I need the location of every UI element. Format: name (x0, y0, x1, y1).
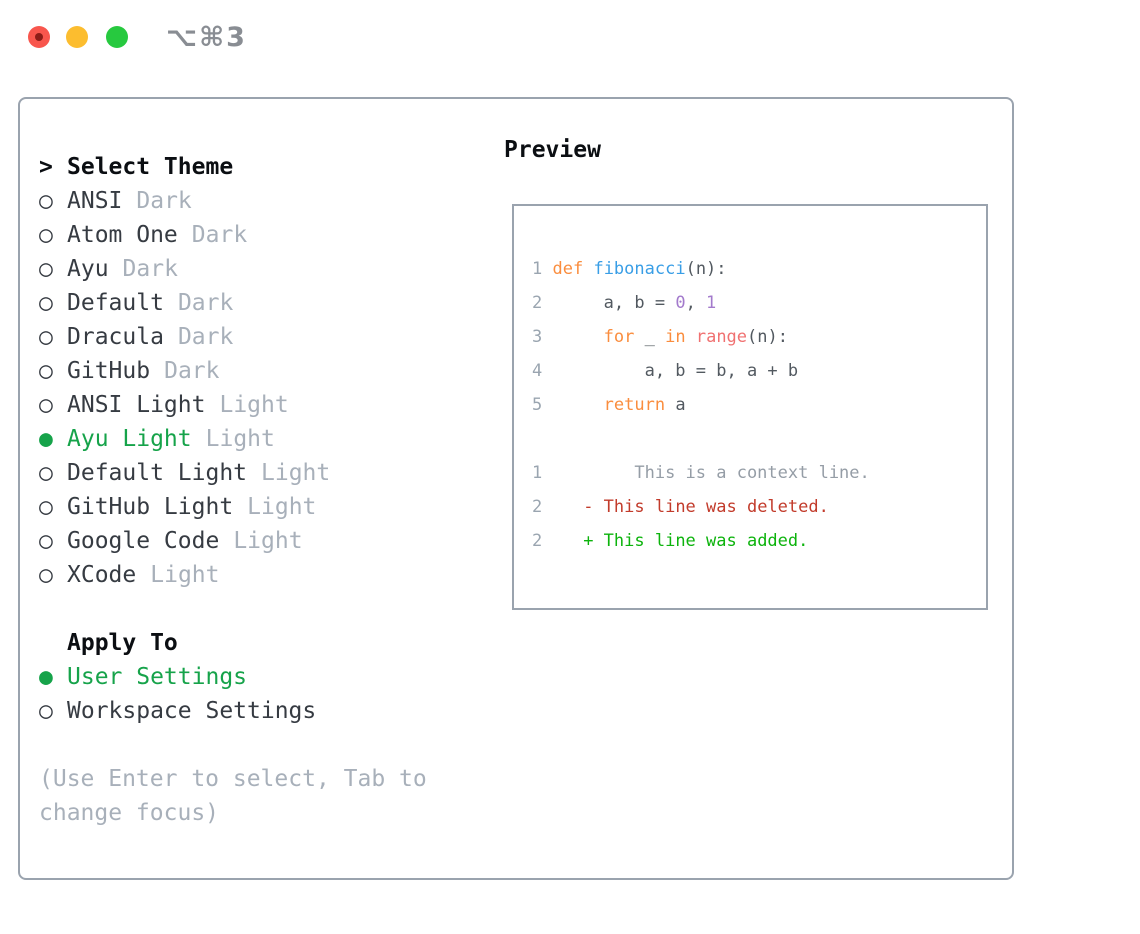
radio-unselected-icon: ○ (39, 392, 53, 418)
option-label: Dracula (67, 324, 164, 350)
option-label: GitHub (67, 358, 151, 384)
code-line (532, 422, 986, 456)
radio-unselected-icon: ○ (39, 460, 53, 486)
option-label: GitHub Light (67, 494, 234, 520)
radio-unselected-icon: ○ (39, 698, 53, 724)
option-label: Default (67, 290, 164, 316)
fullscreen-button[interactable] (106, 26, 128, 48)
option-label: Default Light (67, 460, 248, 486)
theme-option[interactable]: ○ ANSI Light Light (39, 388, 427, 422)
cursor-icon: > (39, 154, 53, 180)
preview-title: Preview (504, 137, 601, 163)
code-line: 3 for _ in range(n): (532, 327, 788, 347)
radio-unselected-icon: ○ (39, 256, 53, 282)
apply-option[interactable]: ● User Settings (39, 660, 427, 694)
variant-tag: Light (233, 528, 303, 554)
option-label: Atom One (67, 222, 178, 248)
theme-option[interactable]: ○ ANSI Dark (39, 184, 427, 218)
theme-option[interactable]: ○ Atom One Dark (39, 218, 427, 252)
variant-tag: Dark (122, 256, 178, 282)
theme-option[interactable]: ○ Ayu Dark (39, 252, 427, 286)
variant-tag: Light (150, 562, 220, 588)
option-label: Ayu (67, 256, 109, 282)
code-line: 2 a, b = 0, 1 (532, 293, 717, 313)
hint-line-2: change focus) (39, 800, 220, 826)
theme-option[interactable]: ● Ayu Light Light (39, 422, 427, 456)
theme-option[interactable]: ○ GitHub Dark (39, 354, 427, 388)
radio-unselected-icon: ○ (39, 222, 53, 248)
theme-option[interactable]: ○ GitHub Light Light (39, 490, 427, 524)
radio-selected-icon: ● (39, 664, 53, 690)
option-label: ANSI Light (67, 392, 206, 418)
variant-tag: Dark (177, 324, 234, 350)
code-line: 2 + This line was added. (532, 531, 809, 551)
theme-option[interactable]: ○ XCode Light (39, 558, 427, 592)
variant-tag: Light (261, 460, 331, 486)
code-line: 2 - This line was deleted. (532, 497, 829, 517)
theme-option[interactable]: ○ Dracula Dark (39, 320, 427, 354)
close-dot-icon (35, 33, 43, 41)
option-label: XCode (67, 562, 137, 588)
option-label: Google Code (67, 528, 220, 554)
code-line: 5 return a (532, 395, 686, 415)
variant-tag: Dark (164, 358, 220, 384)
section-gap (39, 728, 427, 762)
radio-unselected-icon: ○ (39, 358, 53, 384)
apply-to-title: Apply To (67, 630, 178, 656)
variant-tag: Light (205, 426, 275, 452)
code-line: 1 def fibonacci(n): (532, 259, 727, 279)
variant-tag: Dark (136, 188, 192, 214)
radio-unselected-icon: ○ (39, 528, 53, 554)
select-theme-title: Select Theme (67, 154, 234, 180)
theme-option[interactable]: ○ Google Code Light (39, 524, 427, 558)
apply-to-header: Apply To (39, 626, 427, 660)
variant-tag: Light (247, 494, 317, 520)
variant-tag: Light (219, 392, 289, 418)
select-theme-header: > Select Theme (39, 150, 427, 184)
code-preview-box: 1 def fibonacci(n): 2 a, b = 0, 1 3 for _ … (512, 204, 988, 610)
option-label: Ayu Light (67, 426, 192, 452)
hint-line-1: (Use Enter to select, Tab to (39, 766, 427, 792)
radio-unselected-icon: ○ (39, 290, 53, 316)
apply-option[interactable]: ○ Workspace Settings (39, 694, 427, 728)
radio-unselected-icon: ○ (39, 188, 53, 214)
window-shortcut-label: ⌥⌘3 (166, 22, 247, 53)
radio-unselected-icon: ○ (39, 324, 53, 350)
option-label: Workspace Settings (67, 698, 317, 724)
close-button[interactable] (28, 26, 50, 48)
option-label: ANSI (67, 188, 123, 214)
radio-selected-icon: ● (39, 426, 53, 452)
section-gap (39, 592, 427, 626)
code-line: 4 a, b = b, a + b (532, 361, 799, 381)
theme-option[interactable]: ○ Default Light Light (39, 456, 427, 490)
theme-option[interactable]: ○ Default Dark (39, 286, 427, 320)
radio-unselected-icon: ○ (39, 494, 53, 520)
minimize-button[interactable] (66, 26, 88, 48)
radio-unselected-icon: ○ (39, 562, 53, 588)
code-line: 1 This is a context line. (532, 463, 870, 483)
apply-to-indent (39, 626, 67, 660)
apply-to-list: ● User Settings ○ Workspace Settings (39, 660, 427, 728)
variant-tag: Dark (177, 290, 234, 316)
window-titlebar: ⌥⌘3 (0, 0, 1140, 75)
variant-tag: Dark (191, 222, 248, 248)
option-label: User Settings (67, 664, 248, 690)
